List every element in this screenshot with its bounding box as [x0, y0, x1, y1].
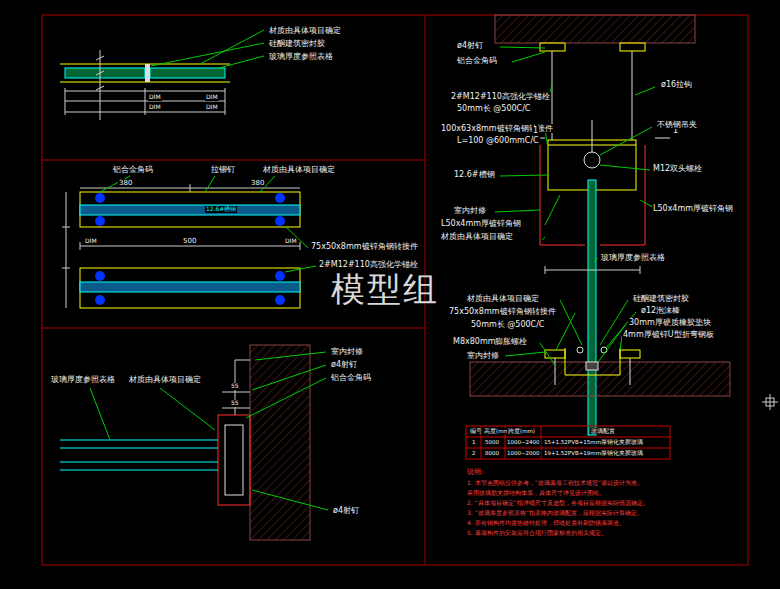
table-cell: 编号 [469, 428, 483, 434]
table-cell: 5000 [484, 439, 500, 445]
part-label: 材质由具体项目确定 [128, 375, 202, 384]
part-label: 拉铆钉 [210, 165, 236, 174]
dimension-text: DIM [205, 104, 219, 111]
part-label: M8x80mm膨胀螺栓 [452, 337, 529, 346]
note-text: 4. 所有钢构件均需热镀锌处理，焊缝处需补刷防锈漆两道。 [466, 520, 626, 527]
part-label: 铝合金角码 [456, 56, 498, 65]
dimension-text: 500 [182, 237, 197, 245]
table-cell: 玻璃配置 [590, 428, 616, 434]
part-label: 室内封修 [466, 351, 500, 360]
dimension-text: 55 [230, 383, 240, 390]
table-cell: 15+1.52PVB+15mm厚钢化夹胶玻璃 [543, 439, 644, 445]
part-label: 玻璃厚度参照表格 [50, 375, 116, 384]
dimension-text: DIM [205, 94, 219, 101]
part-label: 30mm厚硬质橡胶垫块 [628, 318, 712, 327]
note-text: 5. 幕墙构件的安装应符合现行国家标准的相关规定。 [466, 530, 608, 537]
table-cell: 8000 [484, 450, 500, 456]
dimension-text: DIM [84, 238, 98, 245]
part-label: 室内封修 [453, 206, 487, 215]
part-label: 材质由具体项目确定 [466, 294, 540, 303]
table-cell: 1000~2000 [506, 450, 541, 456]
part-label: 室内封修 [330, 347, 364, 356]
part-label: 玻璃厚度参照表格 [600, 253, 666, 262]
part-label: 50mm长 @500C/C [470, 320, 545, 329]
dimension-text: 12.6#槽钢 [205, 206, 237, 213]
part-label: L50x4mm厚镀锌角钢 [440, 219, 522, 228]
part-label: 12.6#槽钢 [453, 170, 496, 179]
part-label: 75x50x8mm镀锌角钢转接件 [448, 307, 557, 316]
dimension-text: 55 [230, 400, 240, 407]
part-label: 玻璃厚度参照表格 [268, 52, 334, 61]
part-label: ø12泡沫棒 [640, 306, 681, 315]
note-text: 2. “具体项目确定”指详细尺寸及选型，各项目应根据实际情况确定。 [466, 500, 650, 507]
part-label: 2#M12#110高强化学锚栓 [318, 260, 419, 269]
note-text: 说明: [466, 469, 484, 476]
part-label: 50mm长 @500C/C [456, 104, 531, 113]
part-label: 材质由具体项目确定 [440, 232, 514, 241]
part-label: 材质由具体项目确定 [268, 26, 342, 35]
table-cell: 19+1.52PVB+19mm厚钢化夹胶玻璃 [543, 450, 644, 456]
part-label: 4mm厚镀锌U型折弯钢板 [622, 330, 715, 339]
part-label: ø4射钉 [330, 360, 358, 369]
table-cell: 1000~2400 [506, 439, 541, 445]
note-text: 3. “玻璃厚度参照表格”指表格内玻璃配置，应根据实际计算确定。 [466, 510, 644, 517]
dimension-text: 380 [250, 179, 265, 187]
part-label: 2#M12#110高强化学锚栓 [450, 92, 551, 101]
dimension-text: DIM [148, 94, 162, 101]
dimension-text: 380 [118, 179, 133, 187]
part-label: 硅酮建筑密封胶 [268, 39, 326, 48]
table-cell: 1 [471, 439, 477, 445]
dimension-text: DIM [148, 104, 162, 111]
watermark: 模型组 [330, 270, 440, 309]
part-label: L50x4mm厚镀锌角钢 [652, 204, 734, 213]
table-cell: 2 [471, 450, 477, 456]
part-label: 材质由具体项目确定 [262, 165, 336, 174]
part-label: M12双头螺栓 [652, 164, 703, 173]
note-text: 采用玻璃肋支撑结构体系，具体尺寸详见设计图纸。 [466, 490, 606, 497]
part-label: 铝合金角码 [330, 373, 372, 382]
part-label: ø4射钉 [332, 506, 360, 515]
part-label: ø4射钉 [456, 41, 484, 50]
part-label: 不锈钢吊夹 [656, 120, 698, 129]
table-cell: 跨度(mm) [507, 428, 536, 434]
note-text: 1. 本节点图纸仅供参考，“玻璃幕墙工程技术规范”请以设计为准。 [466, 480, 644, 487]
part-label: 铝合金角码 [112, 165, 154, 174]
part-label: 1 [532, 126, 539, 135]
part-label: ø16拉钩 [660, 80, 693, 89]
part-label: 75x50x8mm镀锌角钢转接件 [310, 242, 419, 251]
dimension-text: DIM [284, 238, 298, 245]
part-label: L=100 @600mmC/C [456, 136, 540, 145]
part-label: 硅酮建筑密封胶 [632, 294, 690, 303]
